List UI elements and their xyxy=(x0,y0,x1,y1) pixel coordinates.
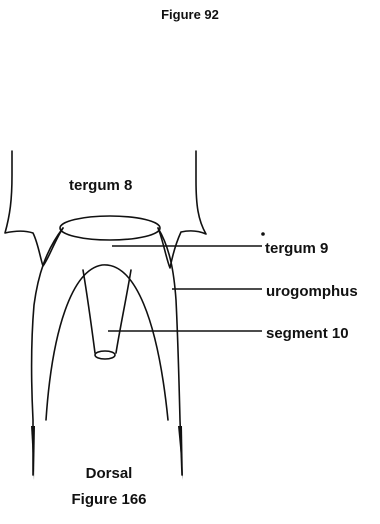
figure-92-caption: Figure 92 xyxy=(161,7,219,22)
segment-10-outline xyxy=(83,270,131,359)
tergum-8-label: tergum 8 xyxy=(69,177,132,194)
urogomphus-label: urogomphus xyxy=(266,283,358,300)
figure-166-caption: Figure 166 xyxy=(71,491,146,508)
tergum-9-dot xyxy=(261,232,265,236)
tergum-8-outline xyxy=(5,151,206,268)
segment-10-label: segment 10 xyxy=(266,325,349,342)
view-label: Dorsal xyxy=(86,465,133,482)
urogomphus-outline xyxy=(31,228,183,480)
tergum-9-ellipse xyxy=(60,216,160,240)
tergum-9-label: tergum 9 xyxy=(265,240,328,257)
